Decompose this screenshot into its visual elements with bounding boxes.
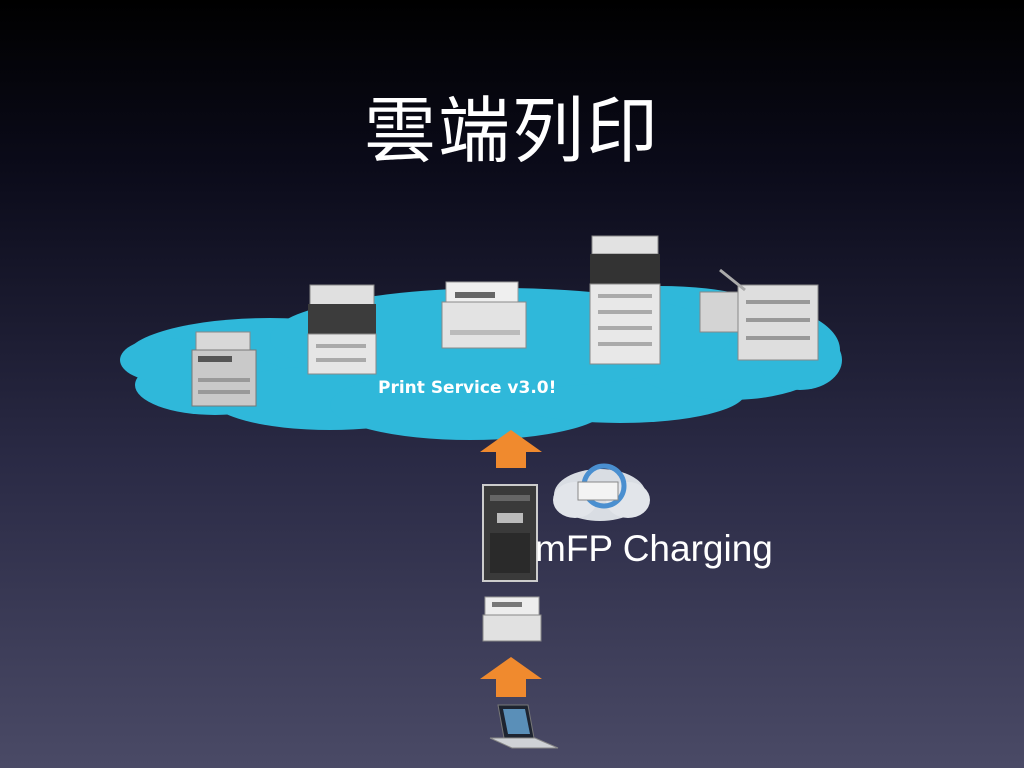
laptop-icon xyxy=(489,704,559,749)
arrow-up-icon xyxy=(480,657,542,697)
printer-copier-icon xyxy=(307,284,377,375)
server-icon xyxy=(482,484,538,582)
cloud-service-label: Print Service v3.0! xyxy=(378,378,557,398)
mfp-charging-label: mFP Charging xyxy=(535,528,773,569)
printer-production-icon xyxy=(699,268,819,361)
arrow-up-icon xyxy=(480,430,542,468)
cloud-print-icon xyxy=(553,463,650,521)
slide-title: 雲端列印 xyxy=(363,89,660,173)
printer-office-copier-icon xyxy=(589,235,661,365)
printer-laser-icon xyxy=(441,281,527,349)
desktop-printer-icon xyxy=(482,596,542,642)
printer-mfp-icon xyxy=(191,331,257,407)
